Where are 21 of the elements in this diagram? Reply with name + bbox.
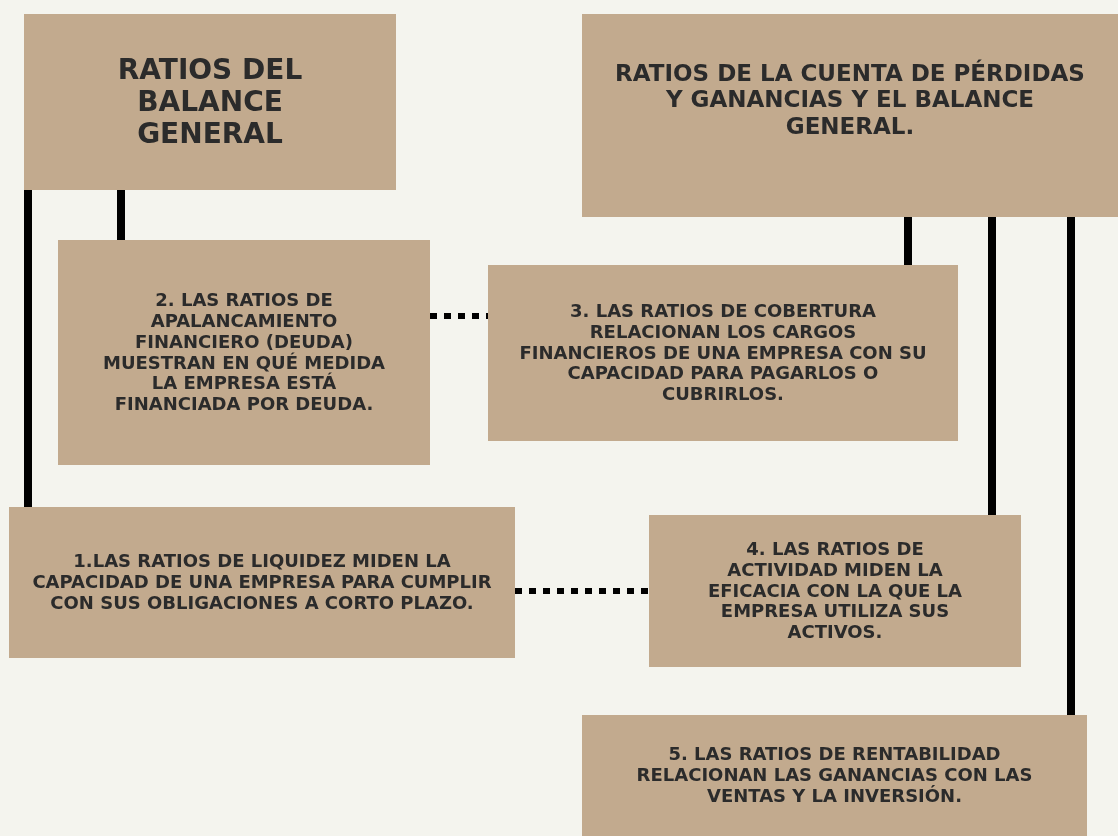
connector-line [988,217,996,515]
description-text: 1.LAS RATIOS DE LIQUIDEZ MIDEN LA CAPACIDAD DE UNA EMPRESA PARA CUMPLIR CON SUS OBLIGACIONES A CORTO PLAZO. [31,551,493,614]
dotted-connector [430,313,488,319]
ratio-box [58,240,430,465]
heading-text: RATIOS DEL BALANCE GENERAL [116,53,304,151]
description-text: 5. LAS RATIOS DE RENTABILIDAD RELACIONAN LAS GANANCIAS CON LAS VENTAS Y LA INVERSIÓN. [635,744,1034,807]
description-text: 4. LAS RATIOS DE ACTIVIDAD MIDEN LA EFICACIA CON LA QUE LA EMPRESA UTILIZA SUS ACTIVOS. [707,539,963,643]
ratio-box [488,265,958,441]
ratio-box [649,515,1021,667]
heading-box [24,14,396,190]
connector-line [117,190,125,240]
description-text: 3. LAS RATIOS DE COBERTURA RELACIONAN LOS CARGOS FINANCIEROS DE UNA EMPRESA CON SU CAPACIDAD PARA PAGARLOS O CUBRIRLOS. [518,301,928,405]
description-text: 2. LAS RATIOS DE APALANCAMIENTO FINANCIERO (DEUDA) MUESTRAN EN QUÉ MEDIDA LA EMPRESA ESTÁ FINANCIADA POR DEUDA. [102,290,386,415]
heading-box [582,14,1118,217]
connector-line [1067,217,1075,715]
connector-line [904,217,912,265]
ratio-box [582,715,1087,836]
heading-text: RATIOS DE LA CUENTA DE PÉRDIDAS Y GANANCIAS Y EL BALANCE GENERAL. [614,59,1086,140]
connector-line [24,190,32,507]
ratio-box [9,507,515,658]
dotted-connector [515,588,649,594]
